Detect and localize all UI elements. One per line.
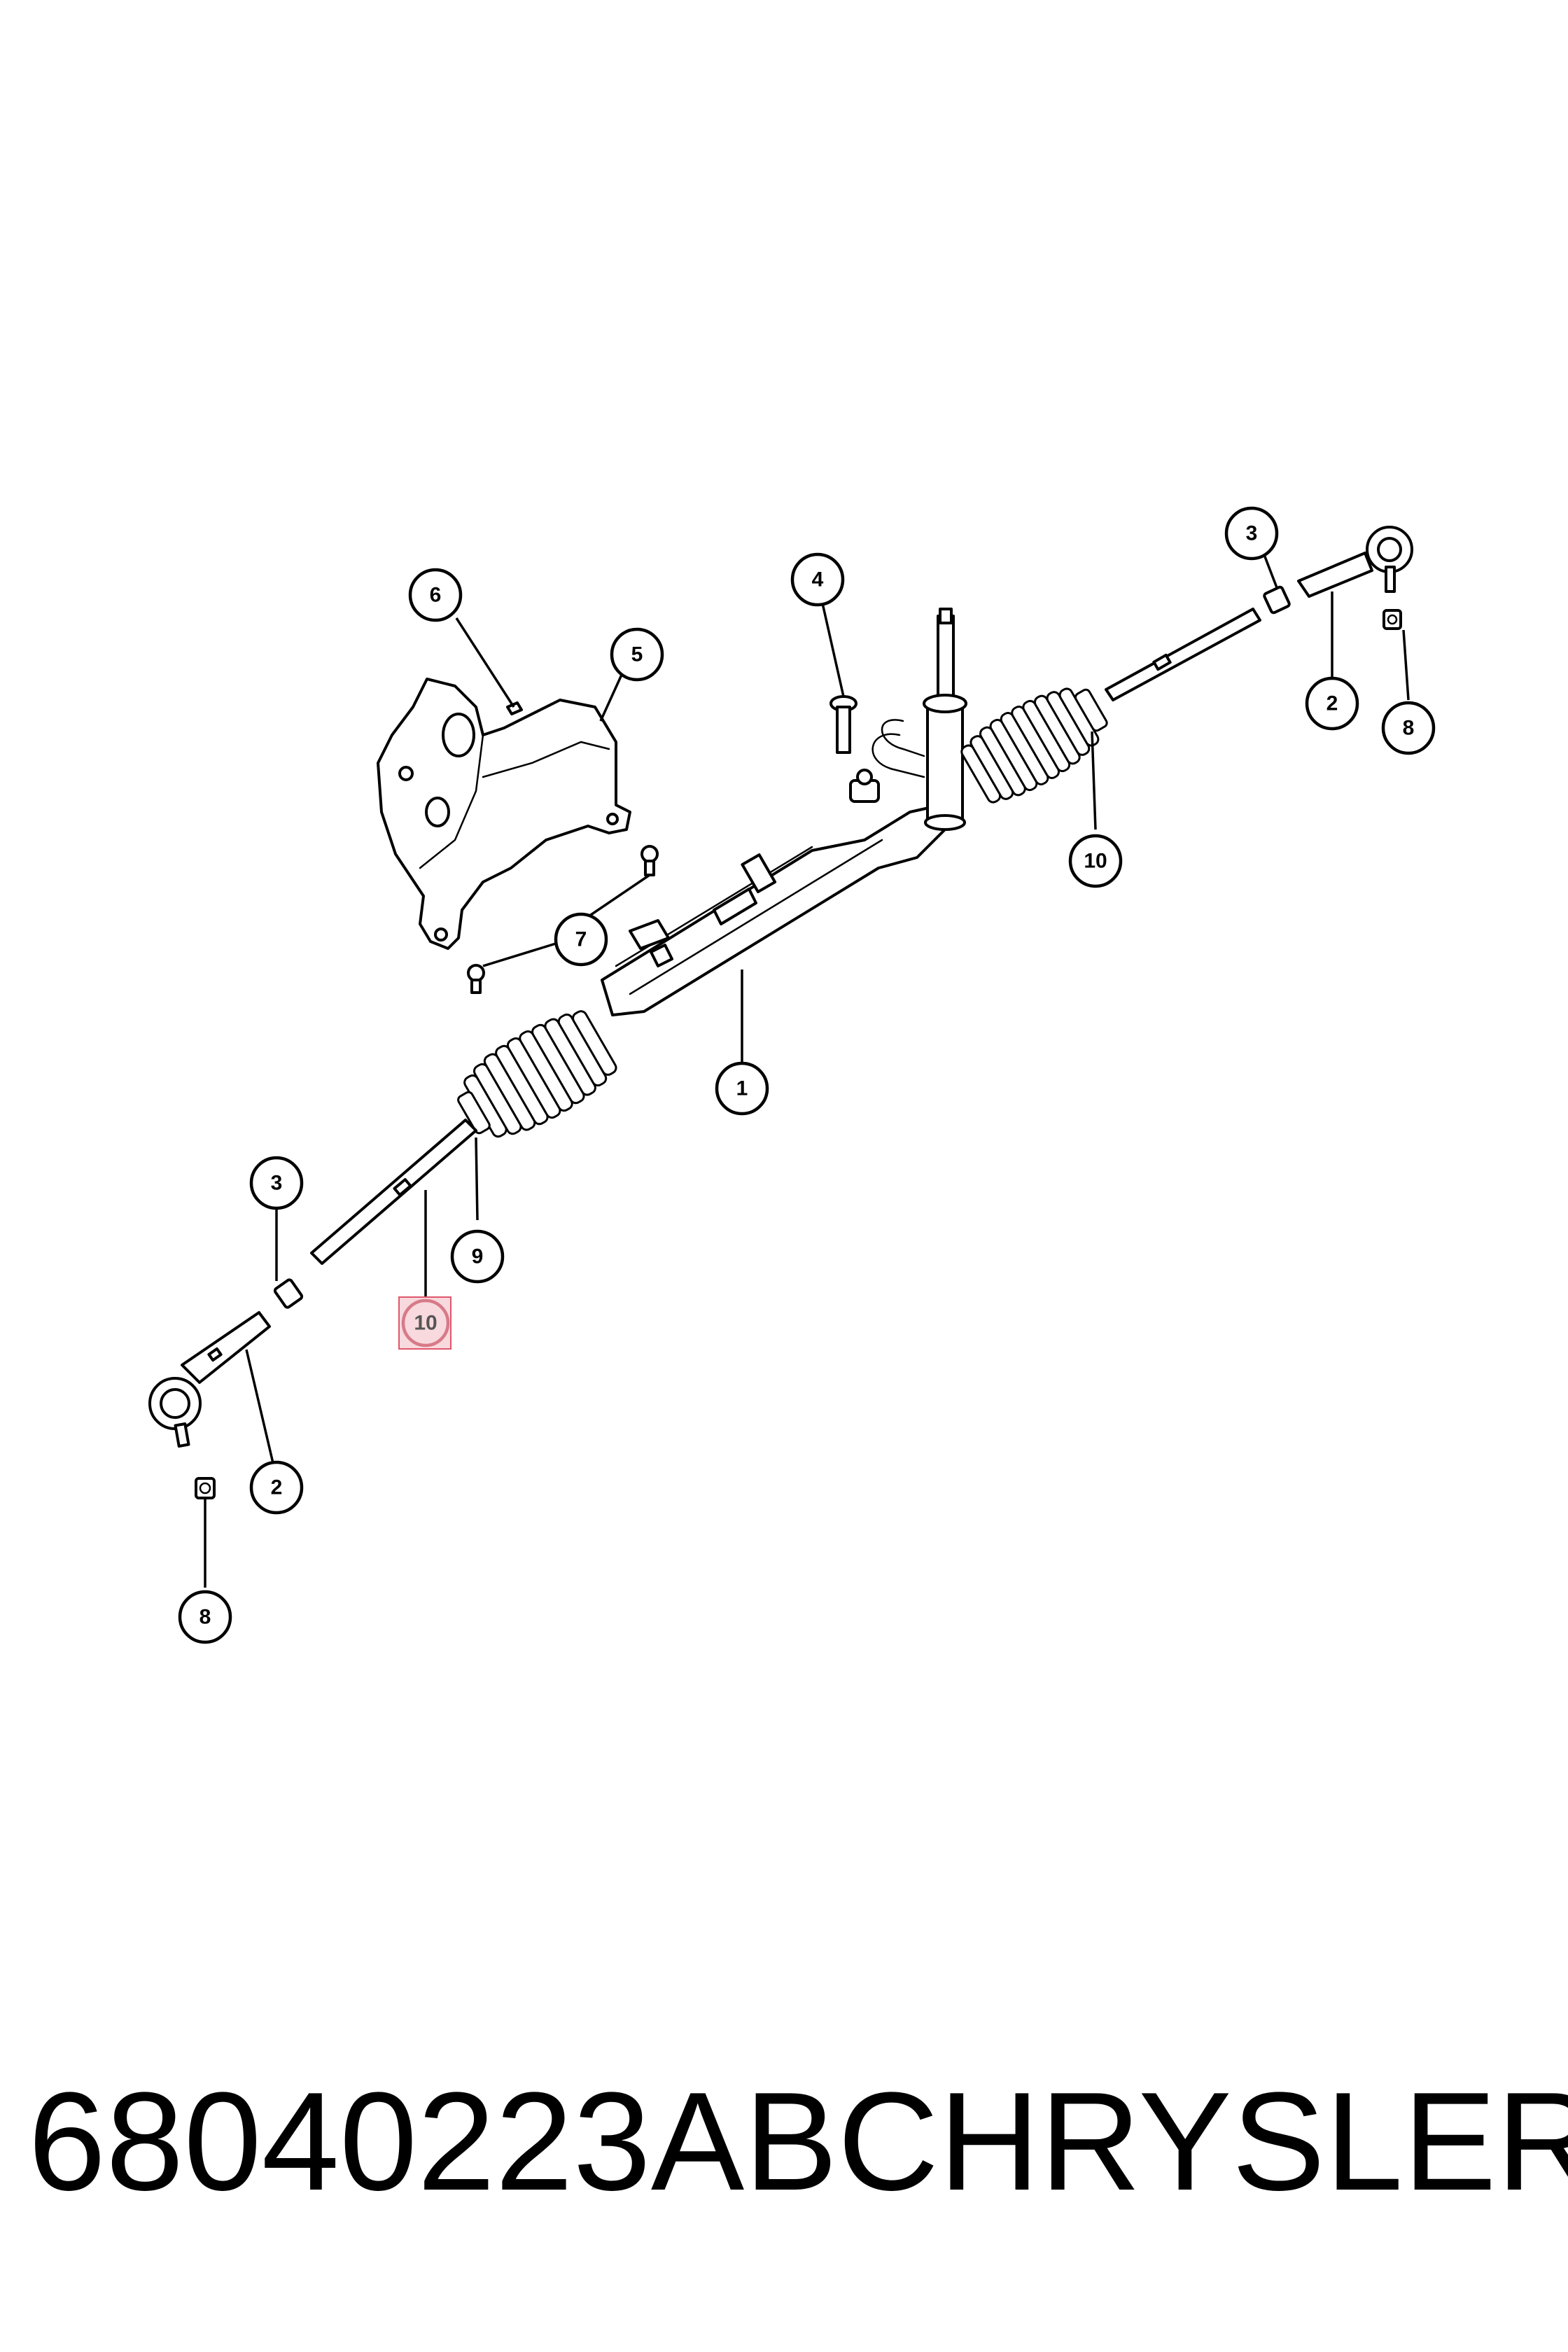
svg-text:5: 5 [631,643,643,666]
svg-text:2: 2 [1326,692,1338,715]
callout-8-left[interactable]: 8 [178,1590,232,1644]
svg-text:8: 8 [1403,717,1415,740]
callout-7[interactable]: 7 [554,912,608,967]
callout-6[interactable]: 6 [408,568,463,622]
tie-rod-nut-left [195,1477,216,1499]
callout-3-right[interactable]: 3 [1224,506,1279,561]
right-boot [960,687,1108,804]
bolt-part-upper [640,845,659,876]
steering-rack-housing [601,608,967,1016]
jam-nut-right [1263,585,1291,615]
callout-3-left[interactable]: 3 [249,1156,304,1210]
callout-2-right[interactable]: 2 [1305,676,1359,731]
jam-nut-left [273,1278,304,1309]
callout-10-left-highlighted[interactable]: 10 [398,1296,451,1350]
bolt-part-lower [467,964,485,994]
leader-lines [204,552,1410,1588]
svg-text:8: 8 [200,1606,211,1629]
svg-text:10: 10 [1084,850,1107,873]
brand-name: CHRYSLER [837,2064,1568,2220]
part-caption: 68040223AB CHRYSLER [28,2051,1568,2233]
callout-2-left[interactable]: 2 [249,1460,304,1515]
callout-8-right[interactable]: 8 [1381,701,1436,755]
tie-rod-nut-right [1382,609,1402,630]
svg-text:9: 9 [472,1245,484,1268]
outer-tie-rod-end-right [1297,526,1413,598]
left-boot [457,1010,617,1138]
svg-text:4: 4 [812,568,824,592]
heat-shield-part [377,678,631,950]
callout-9[interactable]: 9 [450,1229,505,1284]
right-inner-tie-rod [1105,608,1261,701]
callout-4[interactable]: 4 [790,552,845,607]
outer-tie-rod-end-left [148,1311,271,1448]
svg-text:6: 6 [430,584,442,607]
svg-text:1: 1 [736,1077,748,1100]
callout-5[interactable]: 5 [610,627,664,682]
callout-1[interactable]: 1 [715,1061,769,1116]
svg-text:2: 2 [271,1476,283,1499]
svg-text:7: 7 [575,928,587,951]
callout-10-right[interactable]: 10 [1068,834,1123,888]
svg-text:10: 10 [414,1312,437,1335]
mounting-bolt-part [830,695,858,754]
part-number: 68040223AB [28,2064,838,2220]
left-inner-tie-rod [310,1119,477,1265]
svg-text:3: 3 [271,1172,283,1195]
svg-text:3: 3 [1246,522,1258,545]
clip-part [506,701,523,715]
